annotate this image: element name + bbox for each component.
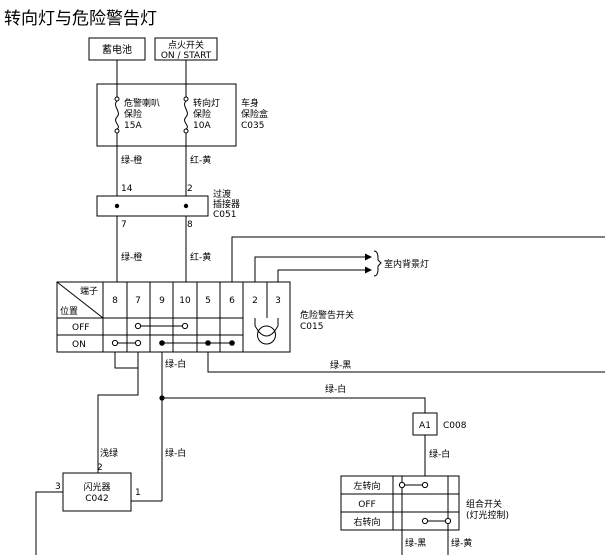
flasher-label: 闪光器 (83, 481, 110, 493)
wire-light-green (97, 368, 139, 473)
fuse2-terminal-bottom (183, 128, 189, 134)
interior-light-brace (373, 250, 382, 277)
fuse-box-code: C035 (241, 121, 264, 131)
connector-label: 过渡 (213, 188, 231, 200)
wire-label-green-white-2: 绿-白 (325, 383, 346, 395)
contact-open (421, 517, 429, 525)
row-on-label: ON (72, 340, 86, 350)
bulb-icon (257, 325, 276, 345)
wire-label-red-yellow-2: 红-黄 (190, 251, 211, 263)
connector-pin-8: 8 (187, 220, 193, 230)
wire-label-green-white-3: 绿-白 (165, 447, 186, 459)
wire-label-green-white-4: 绿-白 (429, 448, 450, 460)
terminal-6-label: 6 (229, 296, 235, 306)
connector-code: C051 (213, 210, 236, 220)
wire-label-red-yellow-1: 红-黄 (190, 154, 211, 166)
wire-label-green-orange-2: 绿-橙 (121, 251, 142, 263)
wire-terminal-6-out (231, 236, 605, 282)
battery-label: 蓄电池 (102, 43, 132, 56)
wire-label-green-yellow: 绿-黄 (451, 537, 472, 549)
connector-pin-7: 7 (121, 220, 127, 230)
wire-label-green-white-1: 绿-白 (165, 358, 186, 370)
connector-node-left (114, 203, 120, 209)
contact-closed (205, 340, 211, 346)
terminal-2-label: 2 (252, 296, 258, 306)
fuse1-terminal-bottom (114, 128, 120, 134)
wire-label-green-black-2: 绿-黑 (405, 537, 426, 549)
wire-green-black-terminal-5 (207, 352, 605, 373)
table-header-terminal: 端子 (80, 285, 98, 297)
fuse1-element (115, 100, 119, 130)
combo-row-right-turn: 右转向 (353, 516, 380, 528)
contact-open (111, 339, 119, 347)
fuse1-rating: 15A (124, 121, 142, 131)
hazard-switch-label: 危险警告开关 (300, 309, 354, 321)
flasher-pin-1: 1 (135, 488, 141, 498)
terminal-5-label: 5 (205, 296, 211, 306)
table-header-position: 位置 (60, 305, 78, 317)
fuse1-type: 保险 (124, 108, 142, 120)
fuse2-type: 保险 (193, 108, 211, 120)
page-title: 转向灯与危险警告灯 (4, 9, 157, 29)
contact-closed (229, 340, 235, 346)
contact-open (444, 517, 452, 525)
ignition-state: ON / START (161, 51, 212, 61)
arrow-icon (365, 253, 372, 261)
terminal-10-label: 10 (179, 296, 191, 306)
contact-open (421, 481, 429, 489)
interior-light-label: 室内背景灯 (384, 258, 429, 270)
combo-switch-table (340, 475, 460, 531)
terminal-8-label: 8 (112, 296, 118, 306)
connector-pin-14: 14 (121, 184, 133, 194)
flasher-pin-2: 2 (97, 463, 103, 473)
contact-open (134, 322, 142, 330)
connector-node-right (183, 203, 189, 209)
row-off-label: OFF (72, 323, 89, 333)
hazard-switch-code: C015 (300, 322, 323, 332)
connector-c051 (96, 195, 209, 217)
combo-row-left-turn: 左转向 (353, 480, 380, 492)
fuse-box (96, 83, 237, 147)
fuse2-terminal-top (183, 96, 189, 102)
contact-open (398, 481, 406, 489)
combo-row-off: OFF (358, 500, 375, 510)
combo-switch-sublabel: (灯光控制) (466, 509, 509, 521)
fuse-box-label-2: 保险盒 (241, 108, 268, 120)
wire-label-green-orange-1: 绿-橙 (121, 154, 142, 166)
fuse1-name: 危警喇叭 (124, 97, 160, 109)
bulb-filament-icon (254, 325, 279, 337)
table-header-diagonal (56, 281, 104, 319)
fuse-box-label: 车身 (241, 97, 259, 109)
arrow-icon (365, 266, 372, 274)
contact-open (134, 339, 142, 347)
wire-interior-light-1 (254, 256, 366, 282)
contact-open (181, 322, 189, 330)
connector-a1-pin: A1 (419, 421, 431, 431)
fuse2-rating: 10A (193, 121, 211, 131)
wire-label-light-green: 浅绿 (100, 447, 118, 459)
connector-label-2: 插接器 (213, 198, 240, 210)
connector-pin-2: 2 (187, 184, 193, 194)
terminal-9-label: 9 (159, 296, 165, 306)
wire-flasher-pin-3 (35, 491, 63, 555)
wire-green-white-to-c008 (162, 397, 426, 413)
ignition-label: 点火开关 (168, 39, 204, 51)
flasher-pin-3: 3 (55, 482, 61, 492)
flasher-code: C042 (85, 494, 108, 504)
terminal-7-label: 7 (135, 296, 141, 306)
fuse2-element (184, 100, 188, 130)
terminal-3-label: 3 (275, 296, 281, 306)
wire-interior-light-2 (277, 269, 366, 282)
fuse1-terminal-top (114, 96, 120, 102)
fuse2-name: 转向灯 (193, 97, 220, 109)
wire-light-green-join (114, 352, 139, 369)
connector-a1-code: C008 (443, 421, 467, 431)
wire-label-green-black-1: 绿-黑 (330, 359, 351, 371)
combo-switch-label: 组合开关 (466, 498, 502, 510)
